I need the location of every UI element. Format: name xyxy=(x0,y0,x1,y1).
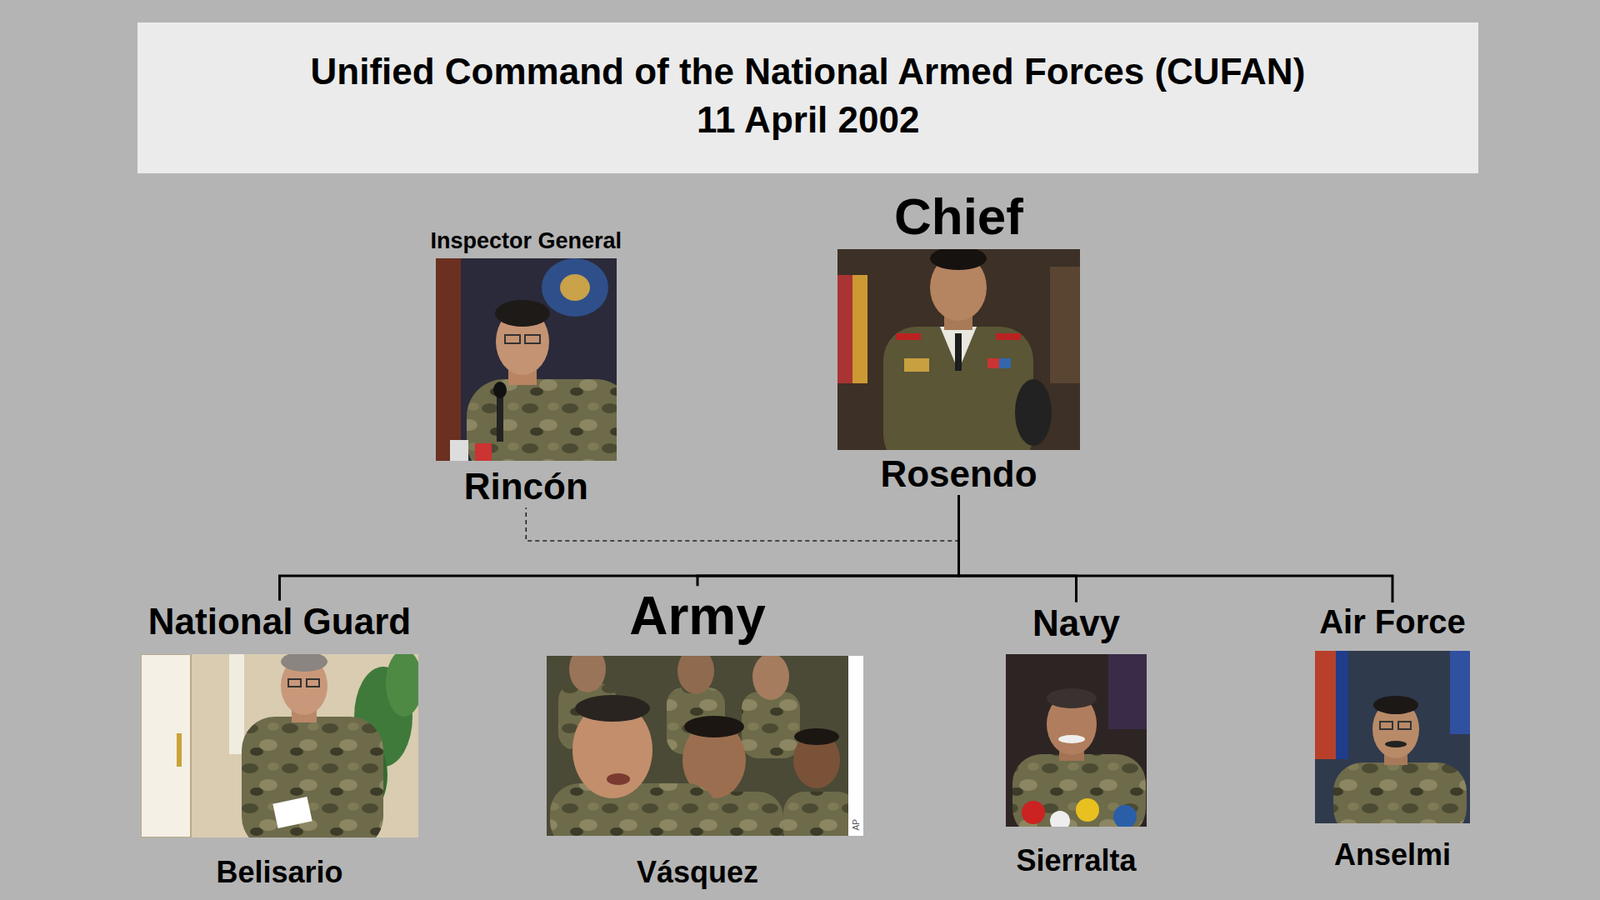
command-line xyxy=(959,495,1394,603)
command-line xyxy=(697,495,960,586)
position-title: Chief xyxy=(894,186,1024,246)
photo-slot xyxy=(837,249,1080,450)
title-panel xyxy=(137,22,1479,174)
position-title: Inspector General xyxy=(430,228,623,255)
branch-position: National GuardBelisario xyxy=(140,600,419,890)
officer-name: Belisario xyxy=(215,855,343,890)
branch-position: ArmyVásquez xyxy=(546,585,849,890)
officer-name: Sierralta xyxy=(1015,843,1136,878)
position-title: Navy xyxy=(1032,602,1120,645)
date-label: 11 April 2002 xyxy=(696,99,920,142)
photo-slot xyxy=(435,258,617,461)
portrait-photo xyxy=(1005,654,1147,827)
portrait-photo xyxy=(140,654,419,838)
photo-credit: AP xyxy=(850,819,861,830)
portrait-photo xyxy=(435,258,617,461)
command-line xyxy=(280,495,960,600)
command-line xyxy=(959,495,1077,602)
branch-position: NavySierralta xyxy=(1005,602,1147,879)
position-title: National Guard xyxy=(148,600,411,644)
photo-slot xyxy=(1005,654,1147,827)
photo-slot xyxy=(140,654,419,838)
staff-position: Inspector GeneralRincón xyxy=(430,228,623,508)
officer-name: Rosendo xyxy=(880,453,1037,496)
portrait-photo xyxy=(1315,650,1470,824)
dashed-link xyxy=(525,495,959,541)
photo-strip xyxy=(848,655,864,836)
chief-position: ChiefRosendo xyxy=(837,186,1080,495)
officer-name: Vásquez xyxy=(636,855,759,890)
portrait-photo xyxy=(837,249,1080,450)
photo-slot xyxy=(546,655,849,836)
position-title: Army xyxy=(629,585,766,648)
branch-position: Air ForceAnselmi xyxy=(1315,602,1470,873)
photo-slot xyxy=(1315,650,1470,824)
position-title: Air Force xyxy=(1319,602,1466,641)
officer-name: Anselmi xyxy=(1334,837,1451,872)
portrait-photo xyxy=(546,655,849,836)
diagram-title: Unified Command of the National Armed Fo… xyxy=(310,50,1306,94)
officer-name: Rincón xyxy=(464,465,589,509)
